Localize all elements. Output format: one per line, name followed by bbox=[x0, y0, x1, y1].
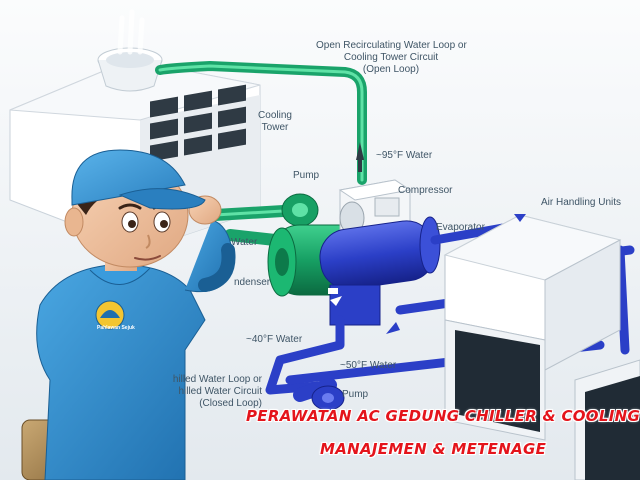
pump-top-label: Pump bbox=[293, 170, 320, 181]
condenser-pump bbox=[281, 193, 319, 227]
cooling-tower-label: Cooling Tower bbox=[252, 110, 298, 134]
pump-bottom-label: Pump bbox=[342, 389, 369, 400]
closed-loop-line-1: hilled Water Loop or bbox=[172, 374, 262, 385]
compressor-label: Compressor bbox=[398, 185, 453, 196]
evaporator-unit bbox=[319, 216, 441, 326]
closed-loop-label: hilled Water Loop or hilled Water Circui… bbox=[172, 374, 262, 410]
cooling-tower-line-1: Cooling bbox=[258, 110, 292, 121]
open-loop-line-3: (Open Loop) bbox=[362, 64, 420, 75]
open-loop-label: Open Recirculating Water Loop or Cooling… bbox=[316, 40, 467, 76]
condenser-label: ndenser bbox=[234, 277, 271, 288]
mascot-badge-text: Pahlawan Sejuk bbox=[97, 325, 135, 331]
technician-mascot bbox=[21, 149, 236, 480]
evaporator-label: Evaporator bbox=[436, 222, 485, 233]
closed-loop-line-3: (Closed Loop) bbox=[199, 398, 262, 409]
banner-line-2: MANAJEMEN & METENAGE bbox=[320, 440, 547, 458]
chilled-water-pump bbox=[311, 385, 345, 411]
water-50-label: ~50°F Water bbox=[340, 360, 397, 371]
water-left-label: Water bbox=[231, 237, 258, 248]
open-loop-line-1: Open Recirculating Water Loop or bbox=[316, 40, 467, 51]
open-loop-line-2: Cooling Tower Circuit bbox=[343, 52, 439, 63]
water-95-label: ~95°F Water bbox=[376, 150, 433, 161]
banner-line-1: PERAWATAN AC GEDUNG CHILLER & COOLING TO… bbox=[246, 407, 640, 425]
cooling-tower-line-2: Tower bbox=[261, 122, 289, 133]
air-handling-units bbox=[443, 214, 640, 480]
air-handling-units-label: Air Handling Units bbox=[541, 197, 622, 208]
closed-loop-line-2: hilled Water Circuit bbox=[178, 386, 262, 397]
flow-arrows bbox=[330, 142, 526, 334]
water-40-label: ~40°F Water bbox=[246, 334, 303, 345]
